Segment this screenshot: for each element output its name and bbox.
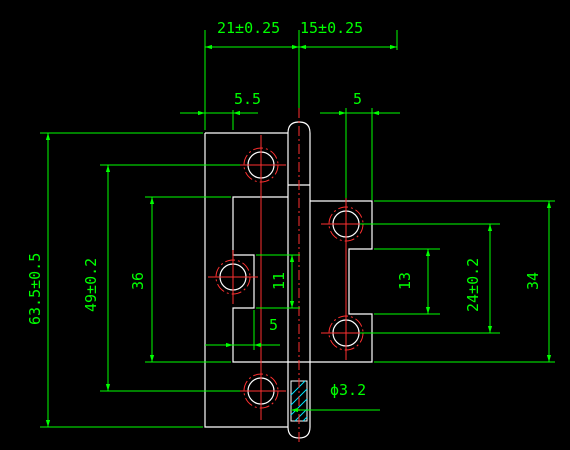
dim-left-slot-height: 36 bbox=[129, 272, 147, 290]
dim-knuckle-tab-height: 11 bbox=[270, 272, 288, 290]
hinge-outline bbox=[204, 121, 373, 439]
dim-right-hole-offset: 5 bbox=[353, 90, 362, 108]
dim-top-right-width: 15±0.25 bbox=[300, 19, 363, 37]
dim-overall-height: 63.5±0.5 bbox=[26, 253, 44, 325]
dim-left-hole-pitch: 49±0.2 bbox=[82, 258, 100, 312]
centerlines bbox=[208, 108, 371, 445]
holes bbox=[215, 147, 364, 409]
dimension-labels: 21±0.25 15±0.25 5.5 5 63.5±0.5 49±0.2 36… bbox=[26, 19, 542, 399]
dim-right-leaf-height: 34 bbox=[524, 272, 542, 290]
dim-right-hole-pitch: 24±0.2 bbox=[464, 258, 482, 312]
dim-knuckle-tab-width: 5 bbox=[269, 316, 278, 334]
dimension-lines bbox=[40, 30, 555, 428]
dim-right-slot-height: 13 bbox=[396, 272, 414, 290]
dim-pin-diameter: ϕ3.2 bbox=[330, 381, 366, 399]
dim-left-hole-offset: 5.5 bbox=[234, 90, 261, 108]
dim-top-left-width: 21±0.25 bbox=[217, 19, 280, 37]
